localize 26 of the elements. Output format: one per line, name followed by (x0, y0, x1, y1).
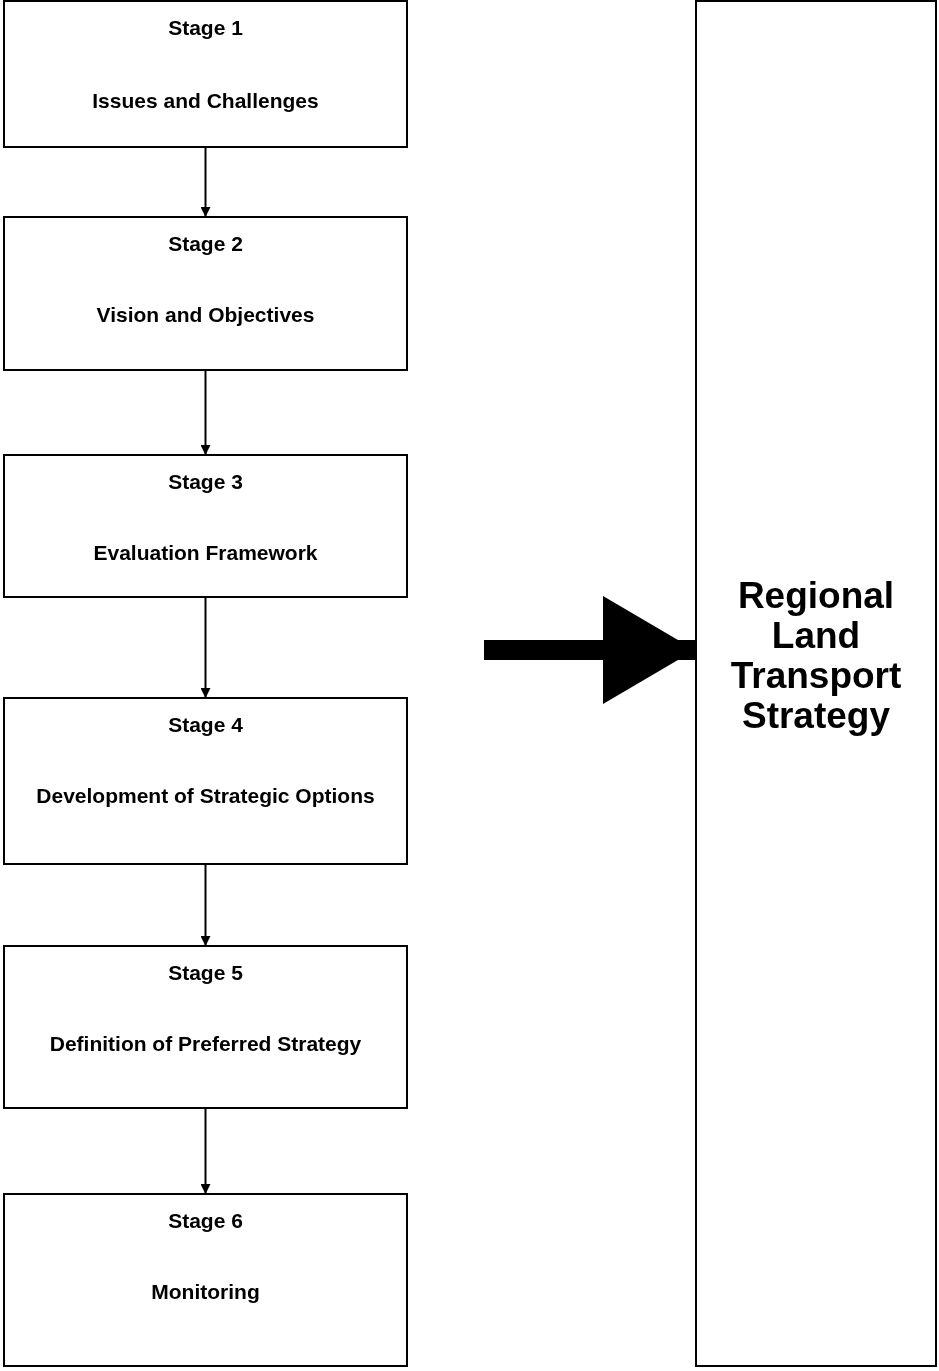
stage-box (3, 697, 408, 865)
stage-heading: Stage 6 (167, 1209, 244, 1233)
strategy-title: Regional Land Transport Strategy (729, 575, 903, 736)
stage-box (3, 216, 408, 371)
stage-title: Development of Strategic Options (35, 783, 376, 808)
arrow (200, 147, 211, 217)
stage-title: Monitoring (150, 1279, 261, 1304)
stage-title: Definition of Preferred Strategy (48, 1031, 363, 1056)
stage-box (3, 0, 408, 148)
stage-box (3, 945, 408, 1109)
arrow (200, 864, 211, 946)
arrow (200, 370, 211, 455)
stage-heading: Stage 2 (167, 232, 244, 256)
stage-title: Evaluation Framework (92, 540, 319, 565)
stage-title: Vision and Objectives (95, 302, 316, 327)
stage-heading: Stage 3 (167, 470, 244, 494)
stage-heading: Stage 1 (167, 16, 244, 40)
arrow (200, 597, 211, 698)
strategy-box (695, 0, 937, 1367)
stage-box (3, 1193, 408, 1367)
stage-heading: Stage 4 (167, 713, 244, 737)
stage-box (3, 454, 408, 598)
arrow (200, 1108, 211, 1194)
stage-title: Issues and Challenges (91, 88, 320, 113)
stage-heading: Stage 5 (167, 961, 244, 985)
large-arrow (484, 596, 695, 704)
